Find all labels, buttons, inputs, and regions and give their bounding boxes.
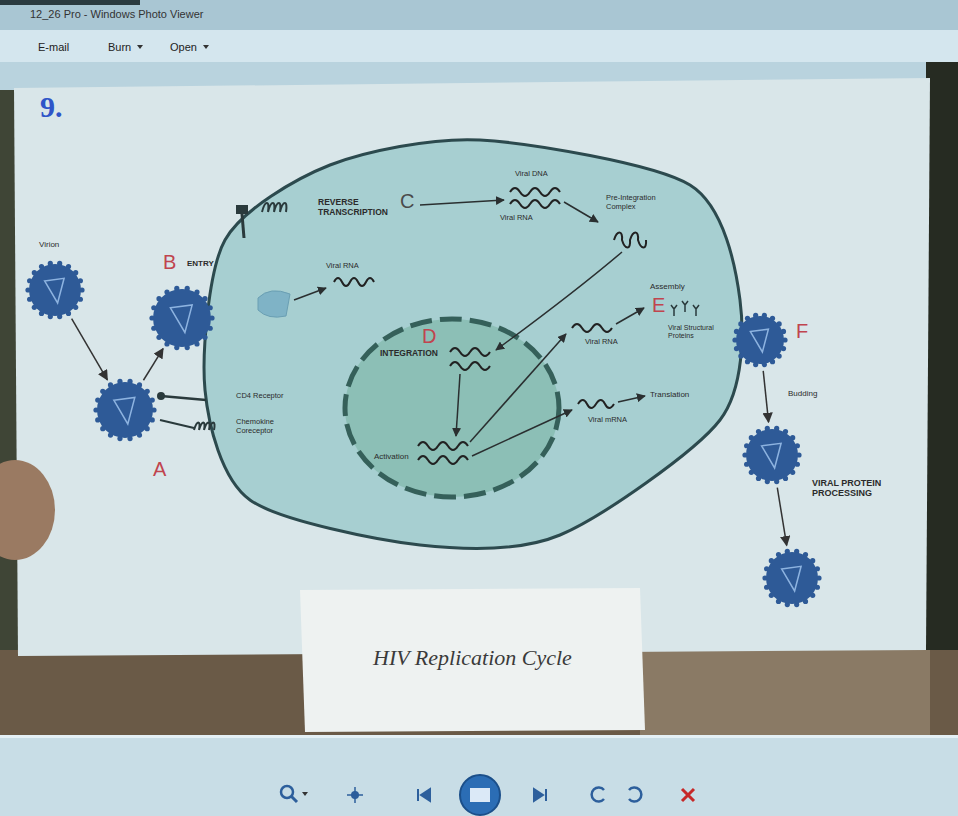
virion: Virion xyxy=(25,260,85,320)
stage-label: REVERSE TRANSCRIPTION xyxy=(318,198,398,218)
part-label: Viral DNA xyxy=(515,170,548,179)
flow-arrow xyxy=(777,488,786,546)
handwritten-caption: HIV Replication Cycle xyxy=(305,645,640,670)
virion: BENTRY xyxy=(149,285,215,351)
window-title: 12_26 Pro - Windows Photo Viewer xyxy=(30,8,203,21)
stage-label: VIRAL PROTEIN PROCESSING xyxy=(812,478,912,499)
stage-label: ENTRY xyxy=(187,259,214,268)
virion: F xyxy=(732,312,788,368)
nucleus-outline xyxy=(342,316,562,500)
part-label: Viral RNA xyxy=(585,338,618,347)
part-label: CD4 Receptor xyxy=(236,392,284,401)
step-letter: B xyxy=(163,251,176,274)
menu-item: Burn xyxy=(108,41,131,54)
flow-arrow xyxy=(143,349,163,381)
part-label: Viral Structural Proteins xyxy=(668,324,726,340)
virion-outline xyxy=(93,378,157,442)
host-cell: REVERSE TRANSCRIPTIONC Viral RNA Viral DNA… xyxy=(200,143,745,547)
part-label: Viral RNA xyxy=(500,214,533,223)
step-letter: F xyxy=(796,320,808,343)
question-number: 9. xyxy=(40,90,63,125)
virion-outline xyxy=(732,312,788,368)
stage-label: Activation xyxy=(374,452,409,461)
part-label: Pre-Integration Complex xyxy=(606,194,672,211)
virion: VIRAL PROTEIN PROCESSING xyxy=(762,548,822,608)
step-letter: A xyxy=(153,458,166,481)
part-label: Virion xyxy=(39,240,59,249)
stage-label: Budding xyxy=(788,389,817,398)
virion-outline xyxy=(25,260,85,320)
flow-arrow xyxy=(763,371,768,422)
stage-label: Assembly xyxy=(650,282,685,291)
menu-item: Open xyxy=(170,41,197,54)
virion-outline xyxy=(762,548,822,608)
step-letter: E xyxy=(652,294,665,317)
virion: Budding xyxy=(742,425,802,485)
part-label: Chemokine Coreceptor xyxy=(236,418,296,435)
part-label: Viral mRNA xyxy=(588,416,627,425)
step-letter: C xyxy=(400,190,414,213)
stage-label: Translation xyxy=(650,390,689,399)
stage-label: INTEGRATION xyxy=(380,349,438,359)
cell-nucleus: INTEGRATIOND Activation xyxy=(342,316,562,500)
flow-arrow xyxy=(72,319,108,380)
virion-outline xyxy=(149,285,215,351)
step-letter: D xyxy=(422,325,436,348)
virion-outline xyxy=(742,425,802,485)
part-label: Viral RNA xyxy=(326,262,359,271)
menu-item: E-mail xyxy=(38,41,69,54)
virion: A xyxy=(93,378,157,442)
